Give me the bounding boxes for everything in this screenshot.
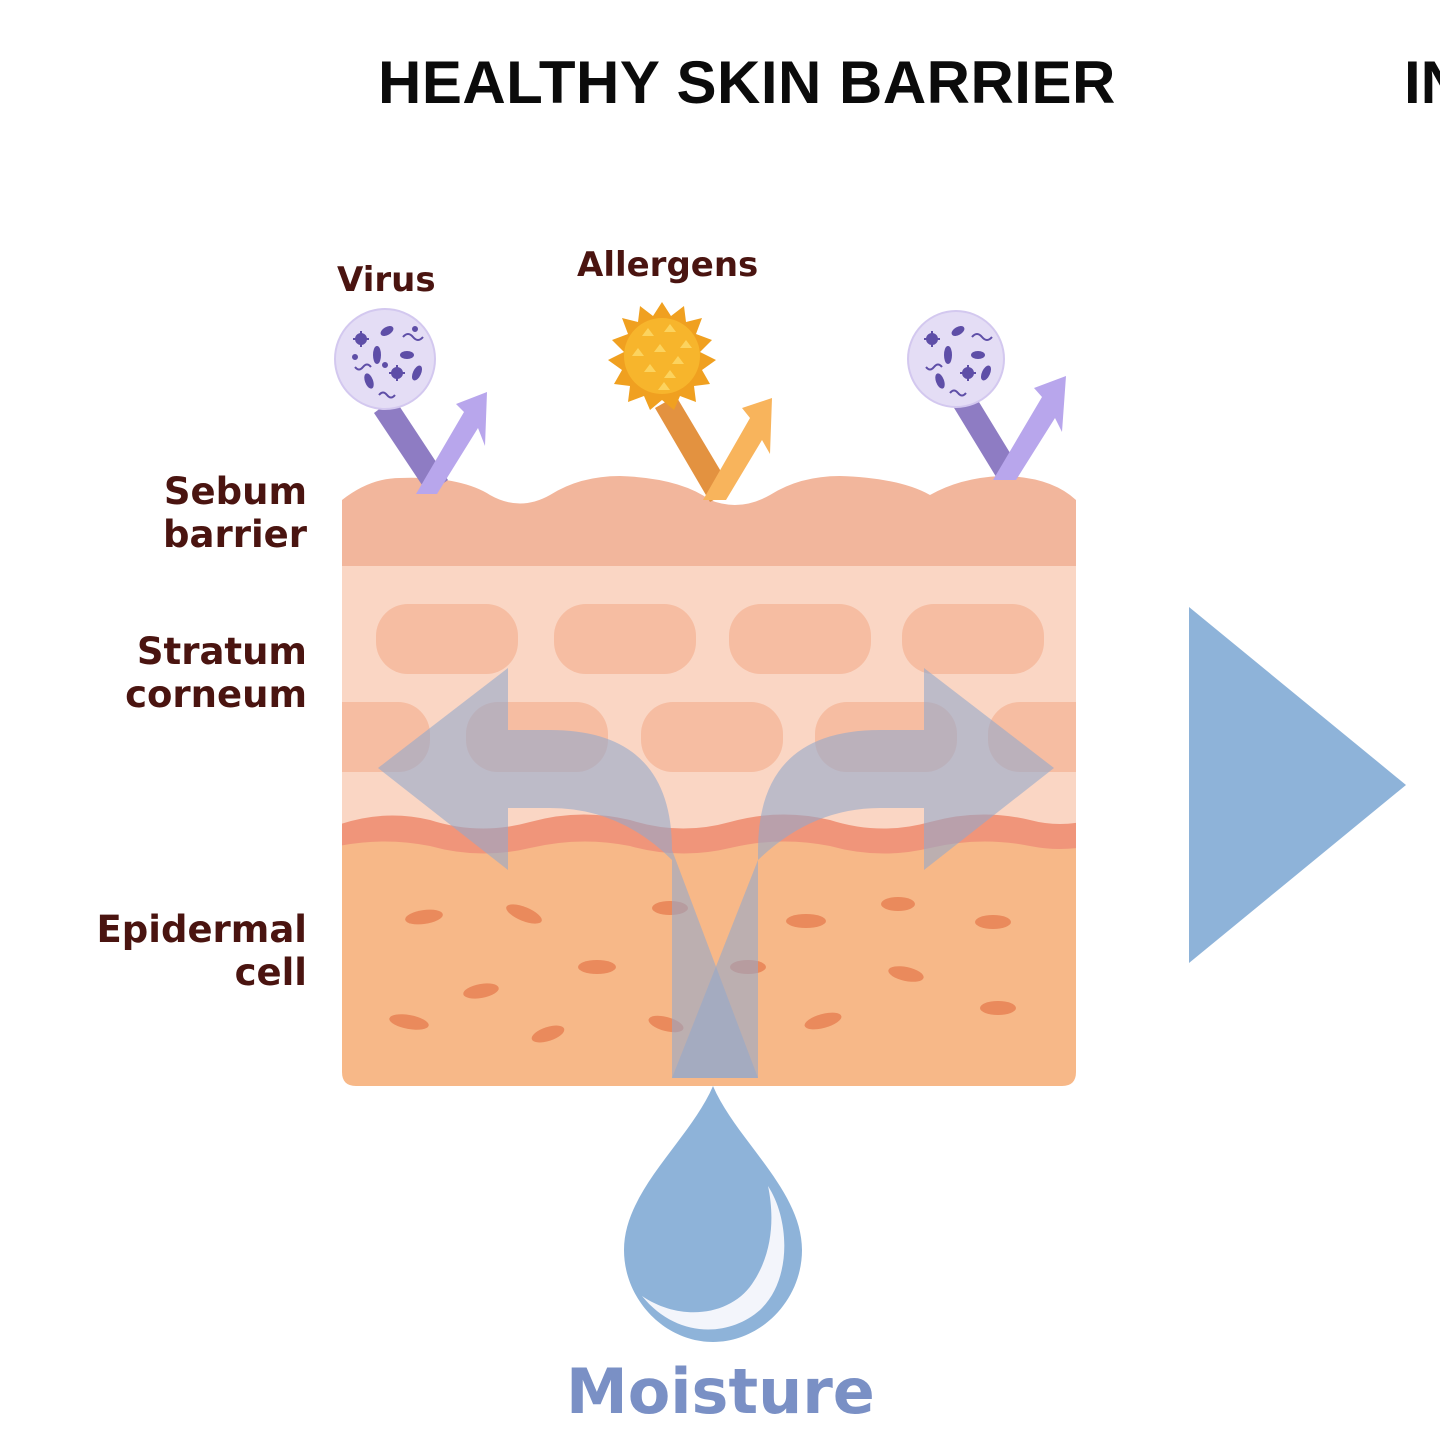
moisture-flow-arrows <box>378 668 1054 1078</box>
virus-icon <box>334 308 436 410</box>
next-arrow-icon <box>1189 607 1406 963</box>
virus-deflect-arrow-right <box>948 376 1066 480</box>
virus-deflect-arrow-left <box>374 392 487 494</box>
allergen-deflect-arrow <box>655 396 772 502</box>
water-drop-icon <box>624 1086 802 1342</box>
allergens-label: Allergens <box>577 245 759 285</box>
next-panel-title: IN <box>1404 49 1440 116</box>
page-title: HEALTHY SKIN BARRIER <box>378 49 1116 116</box>
moisture-label: Moisture <box>566 1355 875 1428</box>
epidermal-cells <box>389 897 1016 1043</box>
virus-label: Virus <box>337 260 436 300</box>
allergen-icon <box>608 302 716 410</box>
virus-icon <box>907 310 1005 408</box>
